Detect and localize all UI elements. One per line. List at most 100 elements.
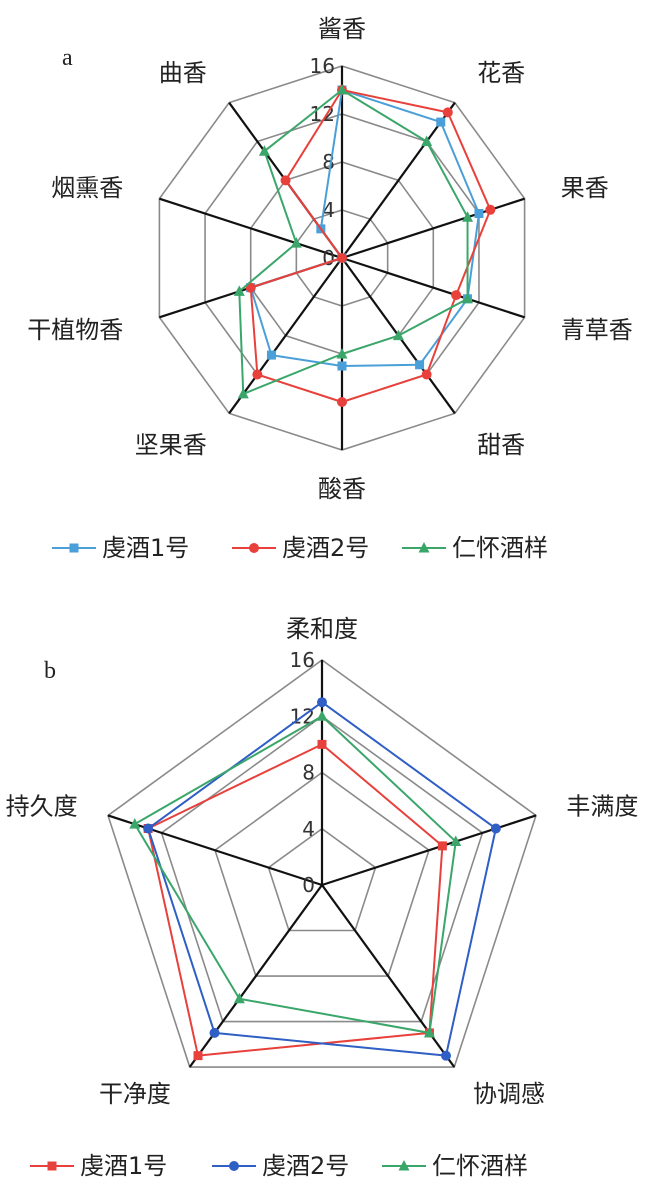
series-2 <box>143 697 501 1061</box>
axis-label: 柔和度 <box>286 615 358 643</box>
axis-label: 干植物香 <box>27 316 123 344</box>
data-point <box>336 348 348 359</box>
series-line <box>147 743 444 1057</box>
data-point <box>237 387 249 399</box>
axis-label: 丰满度 <box>566 793 638 821</box>
panel-label: a <box>62 45 73 71</box>
series-line <box>249 89 492 403</box>
legend-marker <box>69 543 79 553</box>
axis-label: 持久度 <box>6 793 78 821</box>
tick-label: 16 <box>310 54 335 78</box>
legend-marker <box>47 1161 57 1171</box>
data-point <box>485 204 496 215</box>
data-point <box>193 1051 203 1061</box>
data-point <box>442 107 453 118</box>
axis-label: 曲香 <box>159 59 207 87</box>
tick-label: 16 <box>290 648 315 672</box>
legend-label: 仁怀酒样 <box>452 534 548 562</box>
axis-label: 花香 <box>477 59 525 87</box>
legend-label: 虔酒1号 <box>102 534 189 562</box>
axis-label: 青草香 <box>561 316 633 344</box>
series-line <box>147 701 497 1057</box>
data-point <box>436 117 446 127</box>
axis-spoke <box>228 257 343 414</box>
axis-label: 甜香 <box>477 431 525 459</box>
axis-spoke <box>321 814 537 887</box>
data-point <box>336 84 348 95</box>
data-point <box>316 710 328 721</box>
tick-label: 4 <box>302 817 315 841</box>
data-point <box>233 992 245 1004</box>
radar-chart-a-svg: 0481216酱香花香果香青草香甜香酸香坚果香干植物香烟熏香曲香a虔酒1号虔酒2… <box>27 15 632 562</box>
data-point <box>337 397 347 407</box>
data-point <box>317 697 327 708</box>
data-point <box>490 823 501 834</box>
axis-label: 干净度 <box>99 1080 171 1108</box>
legend: 虔酒1号 虔酒2号 仁怀酒样 <box>52 534 548 562</box>
radar-grid <box>107 659 537 1068</box>
legend-label: 虔酒1号 <box>80 1152 167 1180</box>
data-point <box>392 329 404 341</box>
panel-label: b <box>44 658 56 684</box>
series-line <box>133 715 457 1034</box>
data-point <box>258 145 270 156</box>
legend-marker <box>398 1160 410 1171</box>
grid-ring <box>160 715 484 1023</box>
axis-spoke <box>159 197 343 260</box>
grid-ring <box>107 659 537 1068</box>
data-point <box>209 1027 220 1038</box>
data-point <box>415 360 425 370</box>
radar-chart-b-svg: 0481216柔和度丰满度协调感干净度持久度b虔酒1号虔酒2号仁怀酒样 <box>6 615 639 1180</box>
axis-spoke <box>107 814 323 887</box>
data-point <box>129 818 141 829</box>
tick-label: 0 <box>302 873 315 897</box>
data-point <box>451 290 462 301</box>
data-point <box>266 350 276 360</box>
data-point <box>252 369 263 380</box>
data-point <box>450 835 462 847</box>
data-point <box>317 739 327 749</box>
data-point <box>421 135 433 147</box>
data-point <box>437 841 447 851</box>
legend-label: 仁怀酒样 <box>432 1152 528 1180</box>
data-point <box>462 292 474 304</box>
axis-label: 酱香 <box>318 15 366 43</box>
data-point <box>421 369 432 380</box>
series-3 <box>233 84 474 399</box>
legend-label: 虔酒2号 <box>262 1152 349 1180</box>
axis-label: 果香 <box>561 174 609 202</box>
data-point <box>423 1026 435 1038</box>
axis-label: 酸香 <box>318 475 366 503</box>
data-point <box>440 1050 451 1061</box>
axis-label: 协调感 <box>473 1080 545 1108</box>
data-point <box>462 211 474 222</box>
data-point <box>143 823 154 834</box>
legend-marker <box>249 543 259 553</box>
legend: 虔酒1号 虔酒2号 仁怀酒样 <box>30 1152 528 1180</box>
tick-label: 8 <box>302 761 315 785</box>
grid-ring <box>267 827 377 932</box>
legend-marker <box>418 542 430 553</box>
data-point <box>280 175 291 186</box>
legend-marker <box>229 1161 239 1171</box>
series-3 <box>129 710 462 1038</box>
legend-label: 虔酒2号 <box>282 534 369 562</box>
data-point <box>337 361 347 371</box>
axis-label: 烟熏香 <box>51 174 123 202</box>
series-1 <box>143 739 447 1061</box>
data-point <box>474 209 484 219</box>
data-point <box>233 285 245 296</box>
axis-spoke <box>341 102 456 259</box>
axis-label: 坚果香 <box>135 431 207 459</box>
tick-label: 0 <box>322 246 335 270</box>
grid-ring <box>214 771 430 977</box>
axis-spoke <box>341 256 525 319</box>
data-point <box>245 282 256 293</box>
data-point <box>290 237 302 248</box>
data-point <box>337 253 347 263</box>
